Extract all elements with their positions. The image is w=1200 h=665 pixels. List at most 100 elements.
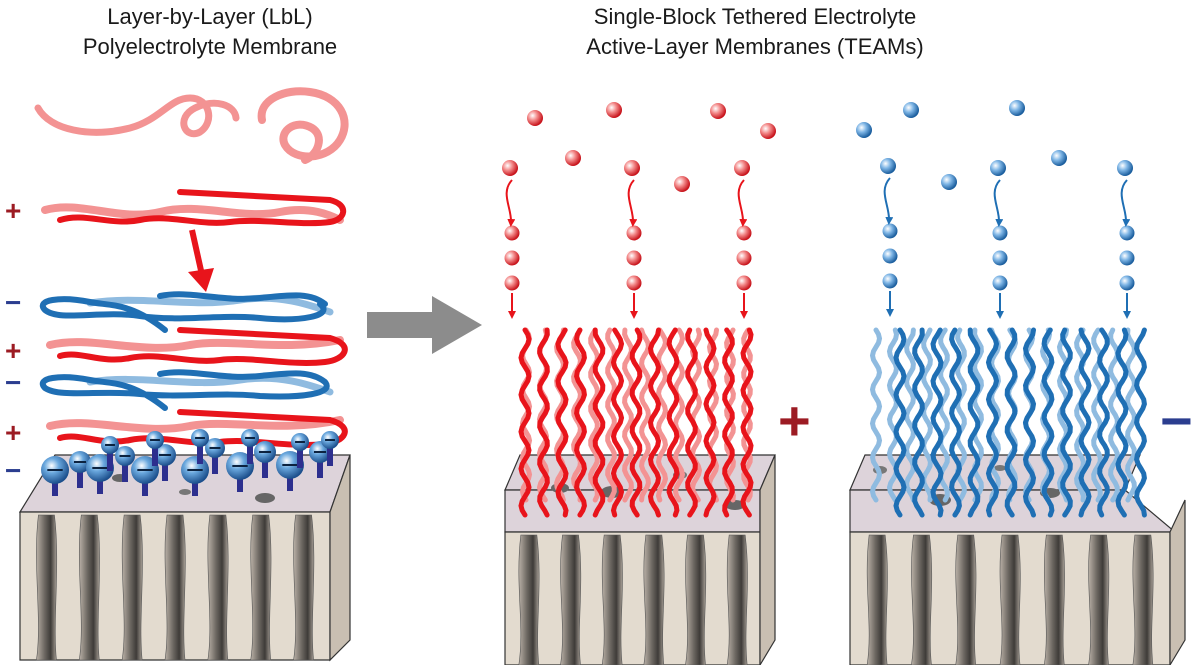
- tether-stem: [247, 445, 253, 464]
- tethered-chain: [555, 327, 569, 518]
- tethered-chain: [1004, 327, 1018, 518]
- transition-arrow-icon: [367, 296, 482, 354]
- pore-channel: [164, 514, 186, 661]
- polyanion-layer-1: [39, 291, 328, 333]
- tethered-chain: [1041, 327, 1055, 518]
- tethered-chain-faded: [1125, 327, 1137, 503]
- tethered-chain: [647, 327, 662, 518]
- permeating-ion: [880, 158, 896, 174]
- free-ion: [903, 102, 919, 118]
- tether-stem: [122, 464, 128, 482]
- teams-title: Single-Block Tethered Electrolyte Active…: [520, 2, 990, 62]
- tether-stem: [287, 477, 293, 491]
- tethered-chain: [985, 327, 1000, 518]
- lbl-title-line2: Polyelectrolyte Membrane: [82, 34, 338, 59]
- ion-path-arrow: [505, 179, 516, 227]
- tethered-chain-faded: [1056, 327, 1070, 503]
- ion-path-arrow: [993, 179, 1004, 227]
- polycation-incoming: [57, 189, 347, 227]
- permeating-ion: [1119, 225, 1135, 241]
- tether-stem: [297, 449, 303, 468]
- anionic-team-panel: −: [849, 100, 1193, 665]
- free-ion: [760, 123, 776, 139]
- anionic-ion-paths: [883, 177, 1131, 319]
- pore-channel: [999, 534, 1021, 665]
- tethered-chain: [722, 327, 735, 518]
- tethered-chain: [518, 327, 532, 518]
- tethered-chain-faded: [724, 327, 736, 503]
- permeating-ion: [736, 250, 752, 266]
- permeating-ion: [1119, 275, 1135, 291]
- pore-channel: [601, 534, 623, 665]
- permeating-ion: [626, 250, 642, 266]
- free-ion: [565, 150, 581, 166]
- permeating-ion: [502, 160, 518, 176]
- pore-channel: [685, 534, 707, 665]
- pore-channel: [1043, 534, 1065, 665]
- tethered-chain: [1078, 327, 1092, 518]
- tether-stem: [192, 482, 198, 496]
- permeating-ion: [624, 160, 640, 176]
- pore-channel: [250, 514, 272, 661]
- free-ion: [527, 110, 543, 126]
- tether-stem: [52, 482, 58, 496]
- tethered-chain: [893, 327, 907, 518]
- charge-plus-label: +: [5, 335, 21, 366]
- tethered-chain-faded: [869, 327, 883, 503]
- lbl-pores: [36, 514, 315, 661]
- tethered-chain: [930, 327, 944, 518]
- charge-minus-label: −: [5, 367, 21, 398]
- lbl-support: [18, 454, 351, 662]
- pore-channel: [560, 534, 582, 665]
- tethered-chain: [1097, 327, 1110, 518]
- tethered-chain: [685, 327, 698, 518]
- deposit-arrowhead-icon: [188, 268, 214, 292]
- anionic-ions: [856, 100, 1135, 291]
- tethered-chain-faded: [1108, 327, 1120, 503]
- permeating-ion: [504, 225, 520, 241]
- tethered-chain: [629, 327, 643, 518]
- free-polycation-coil-1: [34, 94, 240, 138]
- pore-channel: [643, 534, 665, 665]
- pore-channel: [518, 534, 540, 665]
- teams-title-line2: Active-Layer Membranes (TEAMs): [586, 34, 924, 59]
- pore-channel: [911, 534, 933, 665]
- tethered-chain: [1060, 327, 1073, 518]
- pore-channel: [866, 534, 888, 665]
- permeating-ion: [626, 225, 642, 241]
- tethered-chain: [912, 327, 925, 518]
- polyanion-layer-3: [39, 369, 330, 411]
- cationic-tethered-chains: [518, 327, 754, 518]
- pore-channel: [293, 514, 315, 661]
- tethered-chain: [703, 327, 717, 518]
- tethered-chain: [740, 327, 754, 518]
- tethered-chain: [967, 327, 981, 518]
- permeating-ion: [626, 275, 642, 291]
- free-ion: [856, 122, 872, 138]
- pore-channel: [726, 534, 748, 665]
- permeating-ion: [1119, 250, 1135, 266]
- tether-stem: [142, 482, 148, 496]
- tether-stem: [262, 461, 268, 478]
- charge-minus-label: −: [5, 287, 21, 318]
- permeating-ion: [736, 225, 752, 241]
- ion-path-arrow: [627, 179, 638, 227]
- polycation-layer-4-faded: [46, 416, 344, 433]
- free-ion: [941, 174, 957, 190]
- pore-channel: [207, 514, 229, 661]
- tether-stem: [237, 478, 243, 492]
- anionic-charge-label: −: [1160, 389, 1193, 452]
- tether-stem: [162, 464, 168, 481]
- tethered-chain-faded: [655, 327, 669, 503]
- permeating-ion: [734, 160, 750, 176]
- tethered-chain: [1115, 327, 1129, 518]
- cationic-charge-label: +: [778, 389, 811, 452]
- polyanion-layer-3-faded: [86, 374, 334, 396]
- permeating-ion: [992, 250, 1008, 266]
- permeating-ion: [736, 275, 752, 291]
- free-polycation-coil-2: [257, 87, 349, 164]
- tethered-chain-faded: [904, 327, 916, 503]
- tether-stem: [212, 456, 218, 474]
- tethered-chain: [610, 327, 625, 518]
- free-ion: [1009, 100, 1025, 116]
